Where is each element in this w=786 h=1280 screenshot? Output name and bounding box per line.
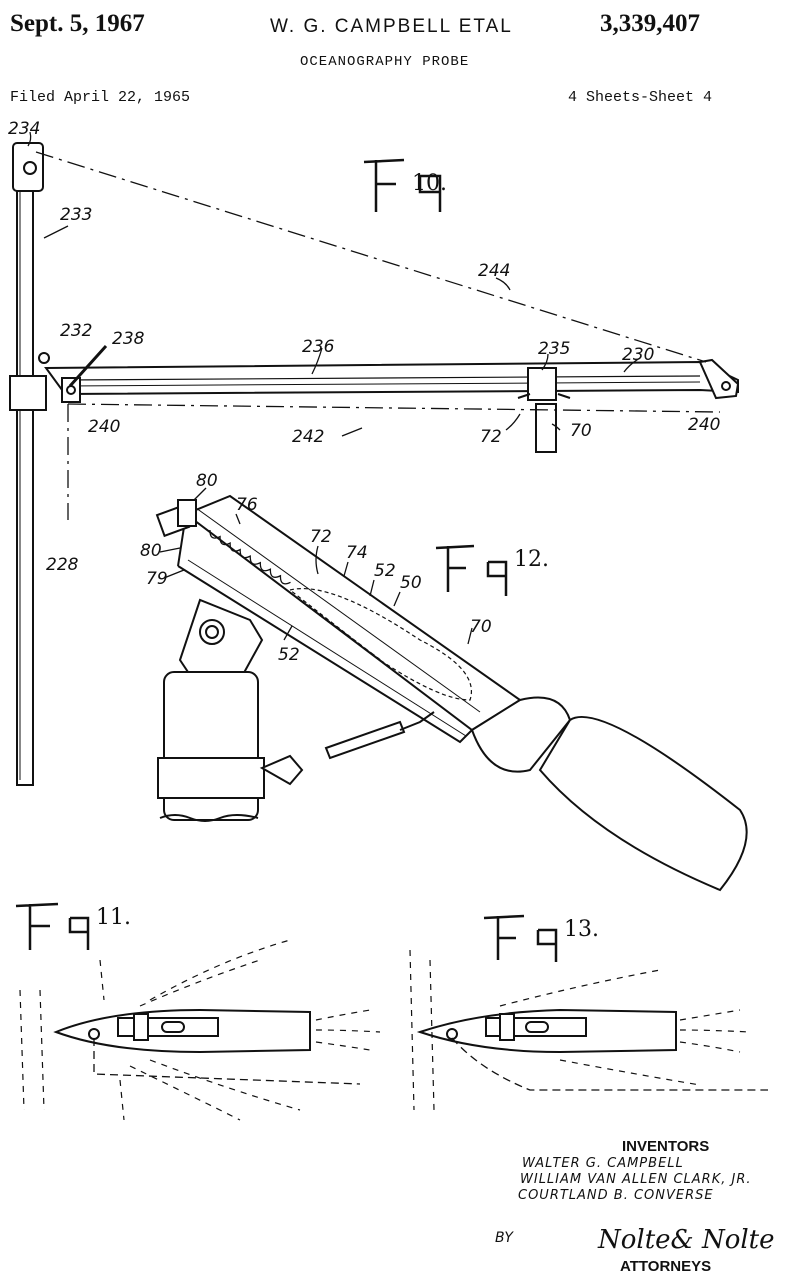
ref-233: 233 xyxy=(60,205,92,225)
attorney-signature: Nolte& Nolte xyxy=(597,1225,775,1255)
ref-50: 50 xyxy=(400,573,422,593)
ref-52-lower: 52 xyxy=(278,645,300,665)
inventor-name-3: COURTLAND B. CONVERSE xyxy=(518,1188,714,1203)
ref-234: 234 xyxy=(8,119,40,139)
inventor-name-1: WALTER G. CAMPBELL xyxy=(522,1156,684,1171)
patent-title: OCEANOGRAPHY PROBE xyxy=(300,54,470,70)
ref-230: 230 xyxy=(622,345,654,365)
ref-80-top: 80 xyxy=(196,471,218,491)
ref-244: 244 xyxy=(478,261,510,281)
fig13-label: 13. xyxy=(564,917,599,942)
ref-70-fig12: 70 xyxy=(470,617,492,637)
fig13-drawing xyxy=(409,949,768,1111)
svg-text:Nolte& Nolte: Nolte& Nolte xyxy=(597,1225,775,1255)
filed-date: Filed April 22, 1965 xyxy=(10,89,191,106)
fig12-glyph xyxy=(435,544,508,596)
ref-242: 242 xyxy=(292,427,324,447)
ref-235: 235 xyxy=(538,339,570,359)
patent-number: 3,339,407 xyxy=(600,10,700,37)
fig10-glyph xyxy=(363,158,442,212)
ref-74: 74 xyxy=(346,543,368,563)
attorneys-label: ATTORNEYS xyxy=(620,1258,712,1275)
ref-238: 238 xyxy=(112,329,145,349)
fig10-drawing xyxy=(9,131,740,786)
fig11-glyph xyxy=(15,902,90,950)
ref-72-fig10: 72 xyxy=(480,427,502,447)
ref-72-fig12: 72 xyxy=(310,527,332,547)
fig10-label: 10. xyxy=(412,171,447,196)
ref-240-right: 240 xyxy=(688,415,720,435)
fig11-label: 11. xyxy=(96,905,131,930)
ref-52-upper: 52 xyxy=(374,561,396,581)
fig13-glyph xyxy=(483,914,558,962)
patent-date: Sept. 5, 1967 xyxy=(10,10,145,37)
ref-70-fig10: 70 xyxy=(570,421,592,441)
ref-232: 232 xyxy=(60,321,92,341)
by-label: BY xyxy=(495,1230,513,1246)
fig11-drawing xyxy=(19,939,381,1121)
ref-80-side: 80 xyxy=(140,541,162,561)
inventor-name-2: WILLIAM VAN ALLEN CLARK, JR. xyxy=(520,1172,752,1187)
fig12-label: 12. xyxy=(514,547,549,572)
sheet-count: 4 Sheets-Sheet 4 xyxy=(568,89,713,106)
ref-79: 79 xyxy=(146,569,168,589)
ref-236: 236 xyxy=(302,337,335,357)
ref-76: 76 xyxy=(236,495,258,515)
patent-inventors-header: W. G. CAMPBELL ETAL xyxy=(270,16,513,37)
inventors-label: INVENTORS xyxy=(622,1138,710,1155)
ref-240-left: 240 xyxy=(88,417,120,437)
ref-228: 228 xyxy=(46,555,79,575)
fig12-drawing xyxy=(155,487,748,892)
